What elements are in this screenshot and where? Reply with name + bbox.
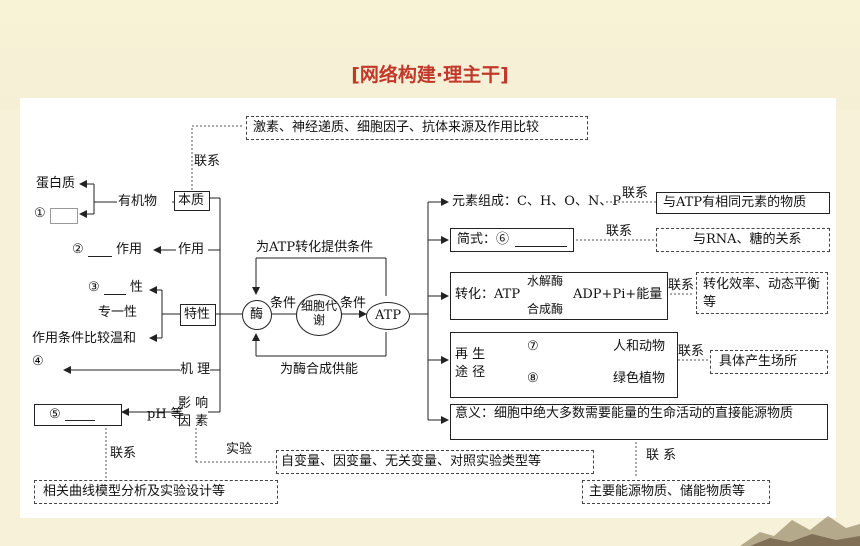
link-c: 联系: [668, 278, 695, 293]
blank-3: ③: [88, 280, 100, 295]
link-label: 联系: [194, 154, 221, 169]
blank-2: ②: [72, 242, 84, 257]
link-d: 联系: [678, 344, 705, 359]
rna-sugar-note: 与RNA、糖的关系: [656, 228, 830, 252]
variables-note: 自变量、因变量、无关变量、对照实验类型等: [276, 450, 594, 474]
formula-box: 简式：⑥: [450, 228, 574, 252]
conversion-box: 转化：ATP 水解酶 合成酶 ADP+Pi+能量: [450, 272, 668, 320]
blank-3-line: [104, 294, 126, 295]
link-e: 联 系: [646, 448, 677, 463]
blank-2-line: [88, 256, 112, 257]
condition-left: 条件: [270, 296, 297, 311]
role-suffix: 作用: [116, 242, 143, 257]
hormone-comparison-note: 激素、神经递质、细胞因子、抗体来源及作用比较: [246, 116, 588, 140]
link-a: 联系: [622, 186, 649, 201]
link-b: 联系: [606, 224, 633, 239]
specific-label: 专一性: [98, 305, 138, 320]
blank-1: ①: [34, 206, 46, 221]
elements-label: 元素组成：C、H、O、N、P: [452, 194, 622, 209]
experiment-label: 实验: [226, 442, 253, 457]
metabolism-node: 细胞代谢: [296, 294, 342, 336]
enzyme-node: 酶: [242, 300, 272, 330]
essence-box: 本质: [174, 191, 210, 211]
condition-right: 条件: [340, 296, 367, 311]
prop3-suffix: 性: [130, 280, 144, 295]
blank-4: ④: [32, 354, 44, 369]
features-box: 特性: [180, 304, 216, 326]
efficiency-note: 转化效率、动态平衡等: [696, 272, 828, 314]
atp-node: ATP: [366, 302, 410, 330]
concept-map-panel: 激素、神经递质、细胞因子、抗体来源及作用比较 联系 蛋白质 有机物 本质 ① ②…: [20, 98, 836, 518]
protein-label: 蛋白质: [36, 176, 76, 191]
factor-blank-box: ⑤ pH 等: [34, 404, 184, 426]
main-energy-note: 主要能源物质、储能物质等: [582, 480, 770, 504]
regeneration-box: 再 生 途 径 ⑦ ⑧ 人和动物 绿色植物: [450, 332, 678, 398]
link-label-2: 联系: [110, 446, 137, 461]
blank-1-box: [50, 208, 78, 224]
meaning-box: 意义：细胞中绝大多数需要能量的生命活动的直接能源物质: [450, 404, 828, 440]
same-elements-box: 与ATP有相同元素的物质: [656, 192, 830, 214]
page-background: [0, 0, 860, 110]
provide-condition-label: 为ATP转化提供条件: [256, 240, 374, 255]
provide-energy-label: 为酶合成供能: [280, 362, 359, 377]
organic-label: 有机物: [118, 194, 158, 209]
role-label: 作用: [178, 242, 205, 257]
factors-label-a: 影 响: [178, 396, 209, 411]
landscape-decoration: [740, 516, 860, 546]
sites-note: 具体产生场所: [710, 350, 828, 374]
page-title: [网络构建·理主干]: [351, 64, 509, 86]
mild-label: 作用条件比较温和: [32, 331, 137, 343]
factors-label-b: 因 素: [178, 414, 209, 429]
curve-model-note: 相关曲线模型分析及实验设计等: [34, 480, 278, 504]
mechanism-label: 机 理: [180, 362, 211, 377]
